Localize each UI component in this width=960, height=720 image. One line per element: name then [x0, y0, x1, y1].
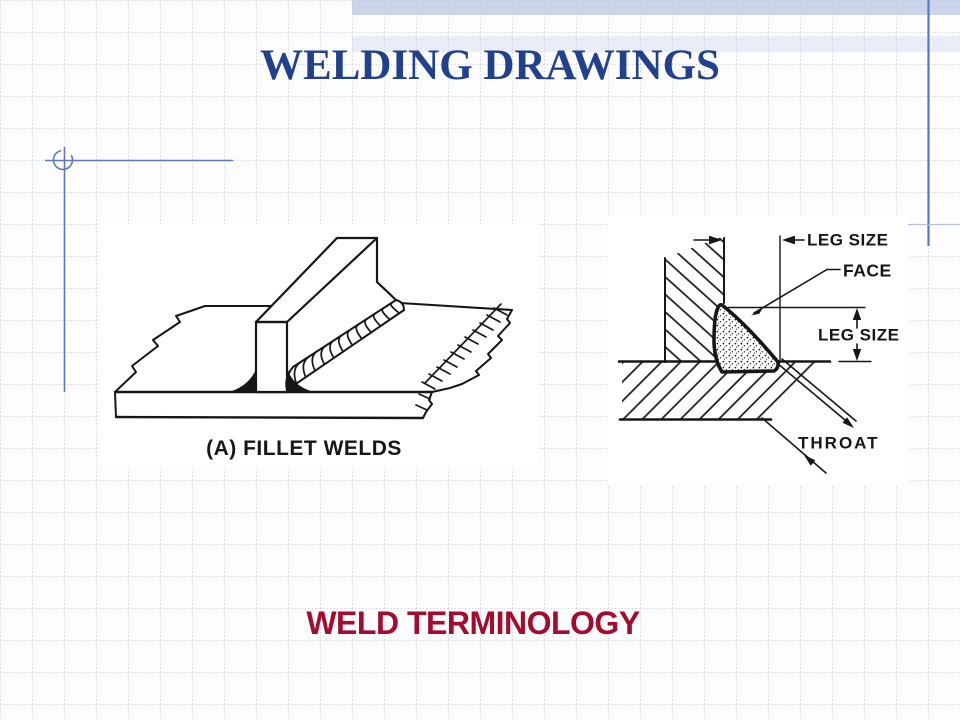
footer-heading: WELD TERMINOLOGY: [306, 605, 640, 641]
base-plate: [113, 302, 513, 420]
weld-terminology-figure: LEG SIZE FACE LEG SIZE THROAT: [608, 216, 908, 484]
throat-dimension: THROAT: [761, 358, 880, 474]
broken-edge-hatching: [415, 303, 513, 419]
fillet-weld-figure: (A) FILLET WELDS: [98, 224, 538, 466]
crosshair-ornament: [45, 147, 233, 392]
leg-size-top-dimension: LEG SIZE: [693, 231, 888, 362]
label-throat: THROAT: [798, 434, 880, 453]
right-edge-ornament: [906, 0, 960, 246]
front-fillet-weld-left: [229, 369, 256, 392]
label-leg-size-right: LEG SIZE: [818, 326, 899, 345]
front-fillet-weld-right: [287, 364, 314, 392]
face-leader: FACE: [751, 261, 892, 316]
page-title: WELDING DRAWINGS: [260, 42, 720, 89]
leg-size-right-dimension: LEG SIZE: [727, 306, 899, 363]
vertical-plate: [254, 236, 398, 394]
label-face: FACE: [843, 261, 892, 281]
weld-bead-section: [712, 303, 780, 374]
figure-caption: (A) FILLET WELDS: [206, 437, 402, 460]
label-leg-size-top: LEG SIZE: [807, 231, 888, 250]
